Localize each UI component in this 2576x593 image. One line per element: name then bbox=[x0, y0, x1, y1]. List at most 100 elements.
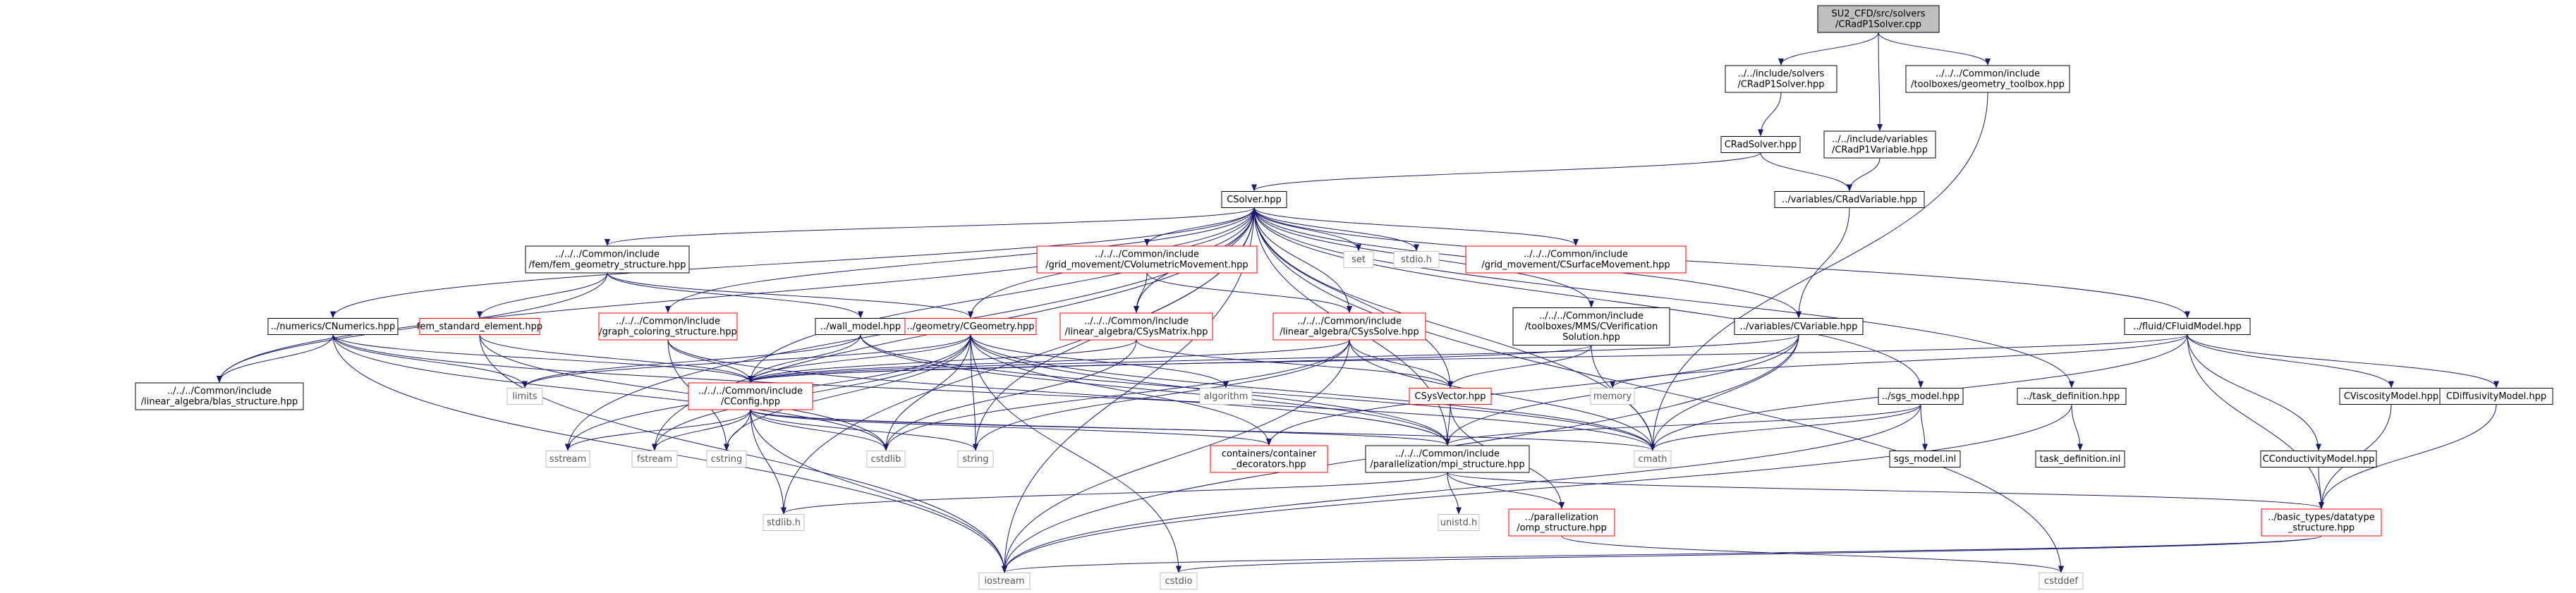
node-label: ../../../Common/include bbox=[1095, 250, 1199, 260]
node-cradsolver-hpp[interactable]: CRadSolver.hpp bbox=[1720, 136, 1801, 153]
edge-cvariable_hpp-to-cconfig_hpp bbox=[748, 334, 1799, 383]
edge-cvariable_hpp-to-container_decorators bbox=[1266, 334, 1799, 446]
node-fem-standard-element[interactable]: fem_standard_element.hpp bbox=[417, 318, 542, 335]
node-label: ../../include/variables bbox=[1832, 135, 1928, 145]
edge-cconfig_hpp-to-cstring bbox=[724, 409, 751, 451]
node-box bbox=[1725, 65, 1837, 93]
node-cconfig-hpp[interactable]: ../../../Common/include/CConfig.hpp bbox=[688, 382, 813, 410]
node-label: cstdlib bbox=[871, 454, 901, 465]
node-box bbox=[1734, 318, 1864, 335]
node-csurfacemovement[interactable]: ../../../Common/include/grid_movement/CS… bbox=[1465, 245, 1687, 274]
node-string[interactable]: string bbox=[957, 451, 994, 467]
node-box bbox=[2261, 508, 2382, 537]
node-cstring[interactable]: cstring bbox=[706, 451, 747, 467]
node-task-definition-inl[interactable]: task_definition.inl bbox=[2035, 451, 2125, 467]
edge-cnumerics_hpp-to-cmath bbox=[332, 334, 1655, 451]
node-cstdlib[interactable]: cstdlib bbox=[866, 451, 906, 467]
node-cmath[interactable]: cmath bbox=[1634, 451, 1672, 467]
node-csysmatrix-hpp[interactable]: ../../../Common/include/linear_algebra/C… bbox=[1059, 312, 1213, 341]
node-cgeometry-hpp[interactable]: ../geometry/CGeometry.hpp bbox=[904, 318, 1037, 335]
node-graph-coloring[interactable]: ../../../Common/include/graph_coloring_s… bbox=[598, 312, 738, 341]
edge-csolver_hpp-to-cnumerics_hpp bbox=[330, 207, 1255, 319]
node-csolver-hpp[interactable]: CSolver.hpp bbox=[1221, 191, 1287, 208]
node-sgs-model-inl[interactable]: sgs_model.inl bbox=[1889, 451, 1961, 467]
edge-csyssolve_hpp-to-csysvector_hpp bbox=[1349, 339, 1453, 389]
node-fstream[interactable]: fstream bbox=[631, 451, 678, 467]
node-cconductivitymodel-hpp[interactable]: CConductivityModel.hpp bbox=[2260, 451, 2377, 467]
node-csysvector-hpp[interactable]: CSysVector.hpp bbox=[1409, 388, 1492, 405]
node-algorithm[interactable]: algorithm bbox=[1199, 388, 1253, 405]
node-cvariable-hpp[interactable]: ../variables/CVariable.hpp bbox=[1734, 318, 1864, 335]
node-sgs-model-hpp[interactable]: ../sgs_model.hpp bbox=[1878, 388, 1964, 405]
node-cverification[interactable]: ../../../Common/include/toolboxes/MMS/CV… bbox=[1512, 307, 1670, 346]
node-box bbox=[1878, 388, 1964, 405]
node-root[interactable]: SU2_CFD/src/solvers/CRadP1Solver.cpp bbox=[1817, 5, 1940, 33]
node-fem-geometry-structure[interactable]: ../../../Common/include/fem/fem_geometry… bbox=[525, 245, 690, 274]
node-cradp1solver-hpp[interactable]: ../../include/solvers/CRadP1Solver.hpp bbox=[1725, 65, 1837, 93]
node-box bbox=[1438, 514, 1480, 531]
edge-datatype_structure-to-iostream bbox=[1002, 535, 2322, 573]
node-cstddef[interactable]: cstddef bbox=[2039, 573, 2084, 589]
node-limits[interactable]: limits bbox=[506, 388, 543, 405]
node-label: /grid_movement/CVolumetricMovement.hpp bbox=[1045, 260, 1248, 271]
node-cfluidmodel-hpp[interactable]: ../fluid/CFluidModel.hpp bbox=[2124, 318, 2251, 335]
node-container-decorators[interactable]: containers/container_decorators.hpp bbox=[1210, 445, 1328, 473]
edge-cnumerics_hpp-to-limits bbox=[332, 334, 528, 389]
node-cviscositymodel-hpp[interactable]: CViscosityModel.hpp bbox=[2339, 388, 2443, 405]
node-label: ../task_definition.hpp bbox=[2024, 391, 2120, 402]
node-omp-structure[interactable]: ../parallelization/omp_structure.hpp bbox=[1508, 508, 1615, 537]
edge-csyssolve_hpp-to-cstdlib bbox=[883, 339, 1350, 451]
node-cradp1variable-hpp[interactable]: ../../include/variables/CRadP1Variable.h… bbox=[1823, 130, 1936, 159]
node-unistd-h[interactable]: unistd.h bbox=[1438, 514, 1480, 531]
node-label: CDiffusivityModel.hpp bbox=[2446, 391, 2546, 402]
node-label: ../../../Common/include bbox=[1084, 317, 1189, 327]
edge-csyssolve_hpp-to-cconfig_hpp bbox=[748, 339, 1350, 383]
node-cvolumetricmovement[interactable]: ../../../Common/include/grid_movement/CV… bbox=[1036, 245, 1258, 274]
edge-cgeometry_hpp-to-cconfig_hpp bbox=[748, 334, 971, 383]
node-datatype-structure[interactable]: ../basic_types/datatype_structure.hpp bbox=[2261, 508, 2382, 537]
node-label: ../sgs_model.hpp bbox=[1882, 391, 1960, 402]
node-task-definition-hpp[interactable]: ../task_definition.hpp bbox=[2017, 388, 2127, 405]
node-memory[interactable]: memory bbox=[1590, 388, 1635, 405]
node-label: /grid_movement/CSurfaceMovement.hpp bbox=[1481, 260, 1670, 271]
edge-sgs_model_hpp-to-mpi_structure bbox=[1445, 404, 1921, 446]
node-box bbox=[419, 318, 540, 335]
edge-task_definition_hpp-to-task_definition_inl bbox=[2071, 404, 2083, 451]
node-label: /fem/fem_geometry_structure.hpp bbox=[528, 260, 686, 271]
node-iostream[interactable]: iostream bbox=[978, 573, 1031, 589]
node-label: CSolver.hpp bbox=[1227, 195, 1282, 205]
node-cstdio[interactable]: cstdio bbox=[1160, 573, 1198, 589]
node-box bbox=[1221, 191, 1287, 208]
node-wall-model-hpp[interactable]: ../wall_model.hpp bbox=[815, 318, 906, 335]
edge-csysmatrix_hpp-to-cconfig_hpp bbox=[748, 339, 1137, 383]
node-label: CSysVector.hpp bbox=[1415, 391, 1486, 402]
node-set[interactable]: set bbox=[1343, 251, 1374, 268]
node-box bbox=[2439, 388, 2553, 405]
node-label: /linear_algebra/blas_structure.hpp bbox=[141, 397, 298, 408]
node-box bbox=[1905, 65, 2070, 93]
node-stdlib-h[interactable]: stdlib.h bbox=[763, 514, 805, 531]
edge-csolver_hpp-to-cfluidmodel_hpp bbox=[1253, 207, 2190, 319]
node-label: /CRadP1Solver.hpp bbox=[1737, 80, 1824, 90]
edge-csolver_hpp-to-blas_structure bbox=[217, 207, 1255, 383]
node-label: CRadSolver.hpp bbox=[1725, 140, 1797, 150]
node-label: string bbox=[962, 454, 988, 465]
node-geometry-toolbox[interactable]: ../../../Common/include/toolboxes/geomet… bbox=[1905, 65, 2070, 93]
node-sstream[interactable]: sstream bbox=[545, 451, 590, 467]
node-box bbox=[957, 451, 994, 467]
node-label: ../../../Common/include bbox=[1395, 449, 1500, 460]
node-cdiffusivitymodel-hpp[interactable]: CDiffusivityModel.hpp bbox=[2439, 388, 2553, 405]
node-cradvariable-hpp[interactable]: ../variables/CRadVariable.hpp bbox=[1774, 191, 1925, 208]
edge-csolver_hpp-to-set bbox=[1253, 207, 1361, 252]
node-box bbox=[1409, 388, 1492, 405]
node-cnumerics-hpp[interactable]: ../numerics/CNumerics.hpp bbox=[267, 318, 399, 335]
node-stdio-h[interactable]: stdio.h bbox=[1393, 251, 1440, 268]
node-blas-structure[interactable]: ../../../Common/include/linear_algebra/b… bbox=[135, 382, 304, 410]
node-box bbox=[506, 388, 543, 405]
node-label: cmath bbox=[1638, 454, 1667, 465]
node-csyssolve-hpp[interactable]: ../../../Common/include/linear_algebra/C… bbox=[1272, 312, 1426, 341]
edge-csyssolve_hpp-to-iostream bbox=[1002, 339, 1350, 573]
edge-cradp1variable_hpp-to-cradvariable_hpp bbox=[1847, 157, 1881, 192]
node-mpi-structure[interactable]: ../../../Common/include/parallelization/… bbox=[1365, 445, 1530, 473]
node-box bbox=[1634, 451, 1672, 467]
